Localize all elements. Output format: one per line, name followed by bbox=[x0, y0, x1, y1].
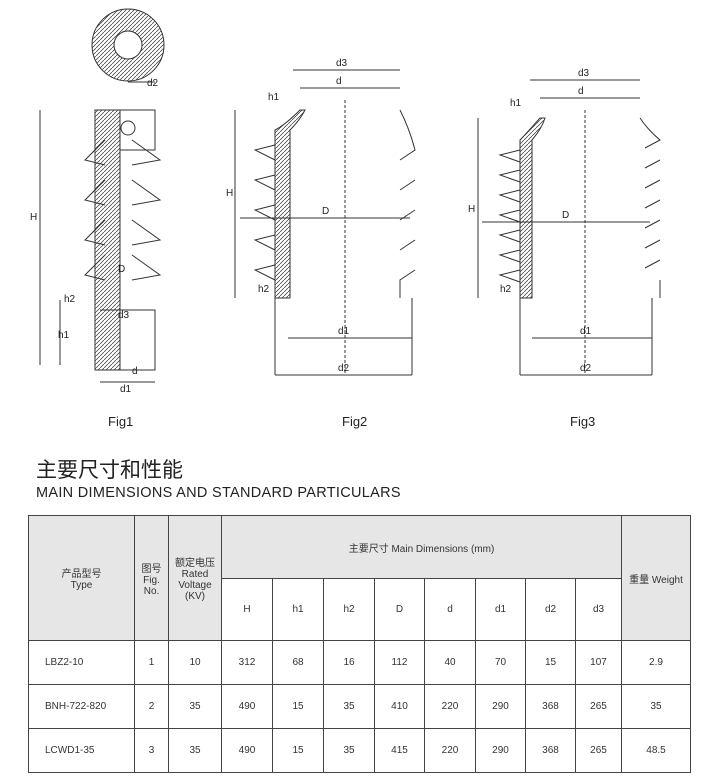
fig3-d-label: d bbox=[578, 86, 584, 97]
fig2-d1-label: d1 bbox=[338, 326, 350, 337]
table-cell: 112 bbox=[374, 640, 425, 685]
fig1-d1-label: d1 bbox=[120, 384, 132, 395]
header-main-dimensions: 主要尺寸 Main Dimensions (mm) bbox=[221, 515, 622, 579]
header-H: H bbox=[221, 578, 273, 641]
table-cell: 16 bbox=[323, 640, 375, 685]
table-cell: 70 bbox=[475, 640, 526, 685]
fig2-d-label: d bbox=[336, 76, 342, 87]
header-d1: d1 bbox=[475, 578, 526, 641]
fig1-H-label: H bbox=[30, 212, 37, 223]
header-d: d bbox=[424, 578, 476, 641]
fig3-d3-label: d3 bbox=[578, 68, 590, 79]
header-h1: h1 bbox=[272, 578, 324, 641]
technical-drawings: d2 H D h2 d3 h1 d d1 d3 d h1 H D h2 d1 d… bbox=[30, 8, 661, 395]
fig1-D-label: D bbox=[118, 264, 125, 275]
header-weight: 重量 Weight bbox=[621, 515, 691, 641]
table-cell: 2.9 bbox=[621, 640, 691, 685]
fig2-H-label: H bbox=[226, 188, 233, 199]
fig2-h2-label: h2 bbox=[258, 284, 270, 295]
table-cell: 3 bbox=[134, 728, 169, 773]
table-cell: 15 bbox=[525, 640, 576, 685]
table-cell: 368 bbox=[525, 728, 576, 773]
table-cell: 35 bbox=[323, 684, 375, 729]
fig1-d-label: d bbox=[132, 366, 138, 377]
table-cell: 48.5 bbox=[621, 728, 691, 773]
fig3-drawing bbox=[477, 79, 661, 376]
fig1-d2-label: d2 bbox=[147, 78, 159, 89]
header-h2: h2 bbox=[323, 578, 375, 641]
fig2-d2-label: d2 bbox=[338, 363, 350, 374]
table-cell: 490 bbox=[221, 728, 273, 773]
fig3-D-label: D bbox=[562, 210, 569, 221]
fig3-d1-label: d1 bbox=[580, 326, 592, 337]
table-cell: 265 bbox=[575, 728, 622, 773]
fig2-caption: Fig2 bbox=[342, 414, 368, 429]
section-title-en: MAIN DIMENSIONS AND STANDARD PARTICULARS bbox=[36, 485, 401, 501]
fig2-d3-label: d3 bbox=[336, 58, 348, 69]
table-cell: 312 bbox=[221, 640, 273, 685]
table-cell: 290 bbox=[475, 728, 526, 773]
table-cell: 415 bbox=[374, 728, 425, 773]
fig1-h2-label: h2 bbox=[64, 294, 76, 305]
fig1-caption: Fig1 bbox=[108, 414, 134, 429]
table-cell: 220 bbox=[424, 684, 476, 729]
fig3-h1-label: h1 bbox=[510, 98, 522, 109]
subheader-row: H h1 h2 D d d1 d2 d3 bbox=[29, 578, 691, 641]
table-cell: 10 bbox=[168, 640, 222, 685]
cell-type: LBZ2-10 bbox=[28, 640, 135, 685]
table-cell: 2 bbox=[134, 684, 169, 729]
header-d3: d3 bbox=[575, 578, 622, 641]
cell-type: LCWD1-35 bbox=[28, 728, 135, 773]
cell-type: BNH-722-820 bbox=[28, 684, 135, 729]
fig1-d3-label: d3 bbox=[118, 310, 130, 321]
fig3-d2-label: d2 bbox=[580, 363, 592, 374]
fig3-caption: Fig3 bbox=[570, 414, 596, 429]
table-cell: 35 bbox=[168, 728, 222, 773]
table-cell: 35 bbox=[168, 684, 222, 729]
fig3-H-label: H bbox=[468, 204, 475, 215]
table-cell: 15 bbox=[272, 728, 324, 773]
table-cell: 265 bbox=[575, 684, 622, 729]
fig3-h2-label: h2 bbox=[500, 284, 512, 295]
table-cell: 410 bbox=[374, 684, 425, 729]
table-cell: 490 bbox=[221, 684, 273, 729]
fig1-drawing bbox=[39, 8, 165, 383]
table-cell: 15 bbox=[272, 684, 324, 729]
table-cell: 68 bbox=[272, 640, 324, 685]
table-cell: 220 bbox=[424, 728, 476, 773]
table-cell: 1 bbox=[134, 640, 169, 685]
header-d2: d2 bbox=[525, 578, 576, 641]
fig2-D-label: D bbox=[322, 206, 329, 217]
fig2-drawing bbox=[234, 69, 416, 376]
fig1-h1-label: h1 bbox=[58, 330, 70, 341]
table-cell: 290 bbox=[475, 684, 526, 729]
table-cell: 35 bbox=[323, 728, 375, 773]
table-cell: 35 bbox=[621, 684, 691, 729]
table-cell: 107 bbox=[575, 640, 622, 685]
table-cell: 368 bbox=[525, 684, 576, 729]
header-D: D bbox=[374, 578, 425, 641]
table-cell: 40 bbox=[424, 640, 476, 685]
fig2-h1-label: h1 bbox=[268, 92, 280, 103]
section-title-cn: 主要尺寸和性能 bbox=[36, 458, 183, 482]
